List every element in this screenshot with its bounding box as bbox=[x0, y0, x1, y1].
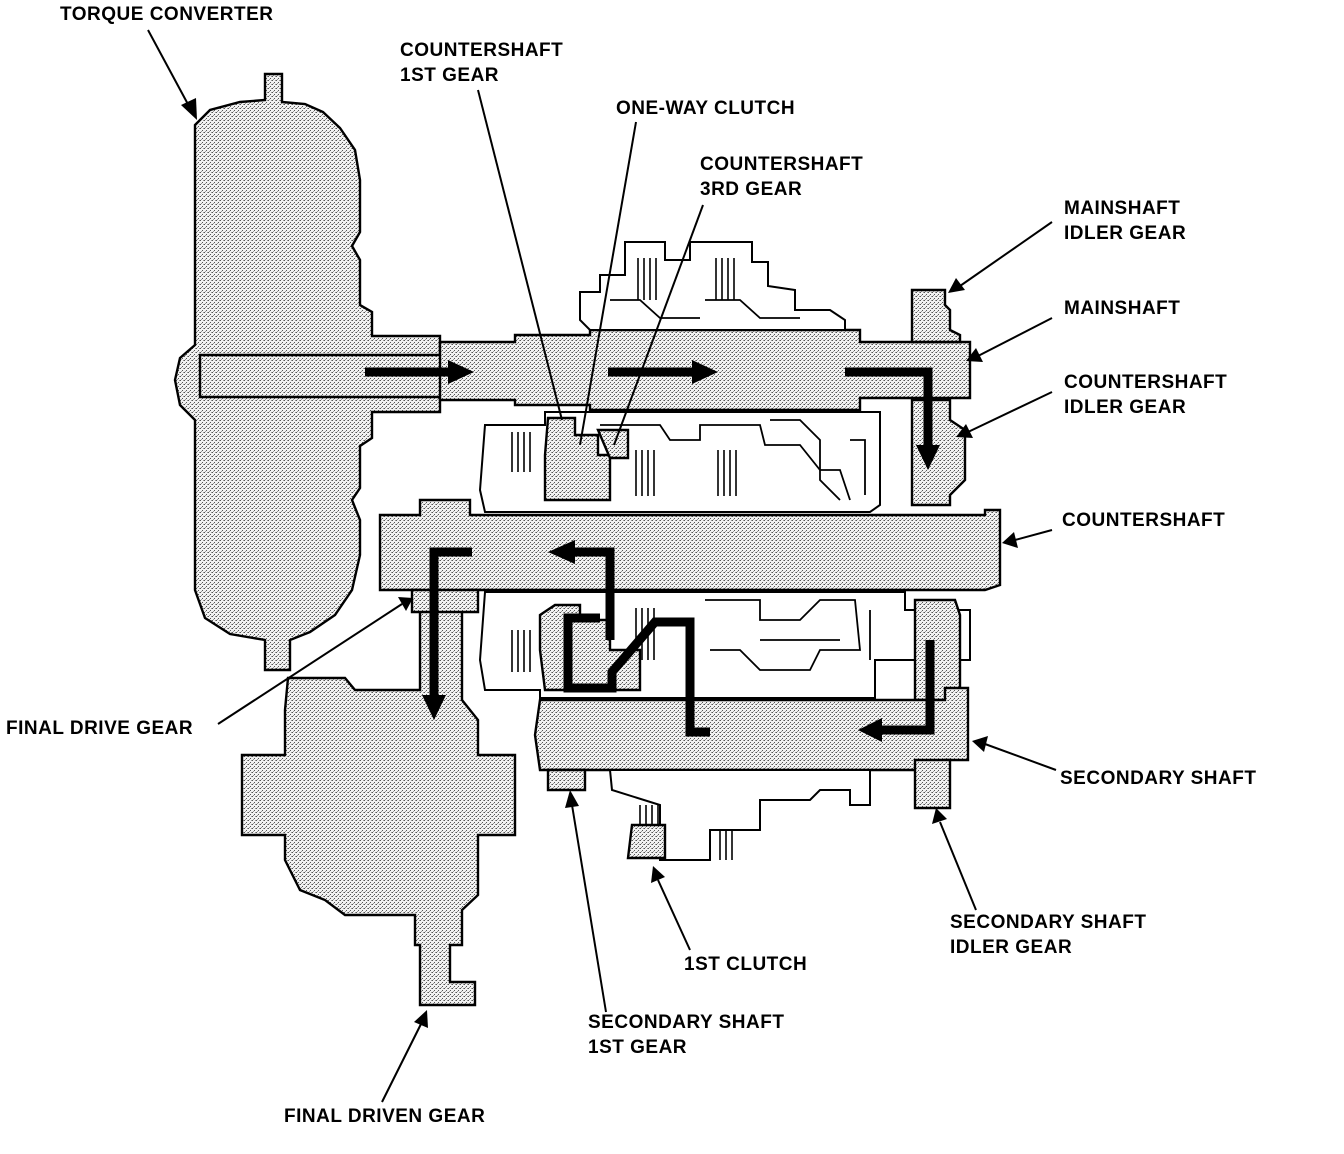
leader-lines bbox=[147, 29, 1057, 1103]
label-torque-converter: TORQUE CONVERTER bbox=[60, 4, 274, 25]
first-clutch-housing bbox=[608, 769, 871, 861]
label-mainshaft-idler-gear: MAINSHAFT IDLER GEAR bbox=[1064, 198, 1187, 244]
countershaft-1st-gear bbox=[543, 416, 612, 502]
label-countershaft-idler-gear: COUNTERSHAFT IDLER GEAR bbox=[1064, 372, 1228, 418]
mainshaft-idler-gear bbox=[910, 288, 962, 344]
final-driven-gear-differential bbox=[240, 603, 517, 1007]
secondary-shaft-body bbox=[533, 686, 970, 772]
label-countershaft-1st-gear: COUNTERSHAFT 1ST GEAR bbox=[400, 40, 564, 86]
secondary-shaft-1st-gear bbox=[546, 768, 587, 792]
label-final-driven-gear: FINAL DRIVEN GEAR bbox=[284, 1106, 486, 1127]
label-countershaft: COUNTERSHAFT bbox=[1062, 510, 1226, 531]
label-1st-clutch: 1ST CLUTCH bbox=[684, 954, 808, 975]
power-flow-path bbox=[365, 360, 940, 742]
countershaft-3rd-gear bbox=[596, 428, 630, 460]
label-secondary-shaft: SECONDARY SHAFT bbox=[1060, 768, 1257, 789]
label-mainshaft: MAINSHAFT bbox=[1064, 298, 1181, 319]
secondary-shaft-idler-gear-body bbox=[913, 598, 962, 702]
upper-clutch-housing bbox=[579, 241, 846, 331]
label-countershaft-3rd-gear: COUNTERSHAFT 3RD GEAR bbox=[700, 154, 864, 200]
label-secondary-shaft-1st-gear: SECONDARY SHAFT 1ST GEAR bbox=[588, 1012, 785, 1058]
countershaft-body bbox=[378, 498, 1002, 602]
label-final-drive-gear: FINAL DRIVE GEAR bbox=[6, 718, 194, 739]
first-clutch-drum bbox=[626, 823, 667, 860]
mid-clutch-plates bbox=[511, 432, 737, 496]
label-secondary-shaft-idler-gear: SECONDARY SHAFT IDLER GEAR bbox=[950, 912, 1147, 958]
secondary-shaft-idler-gear bbox=[913, 758, 952, 810]
label-one-way-clutch: ONE-WAY CLUTCH bbox=[616, 98, 796, 119]
final-drive-gear bbox=[410, 588, 480, 614]
upper-clutch-plates bbox=[637, 258, 735, 300]
